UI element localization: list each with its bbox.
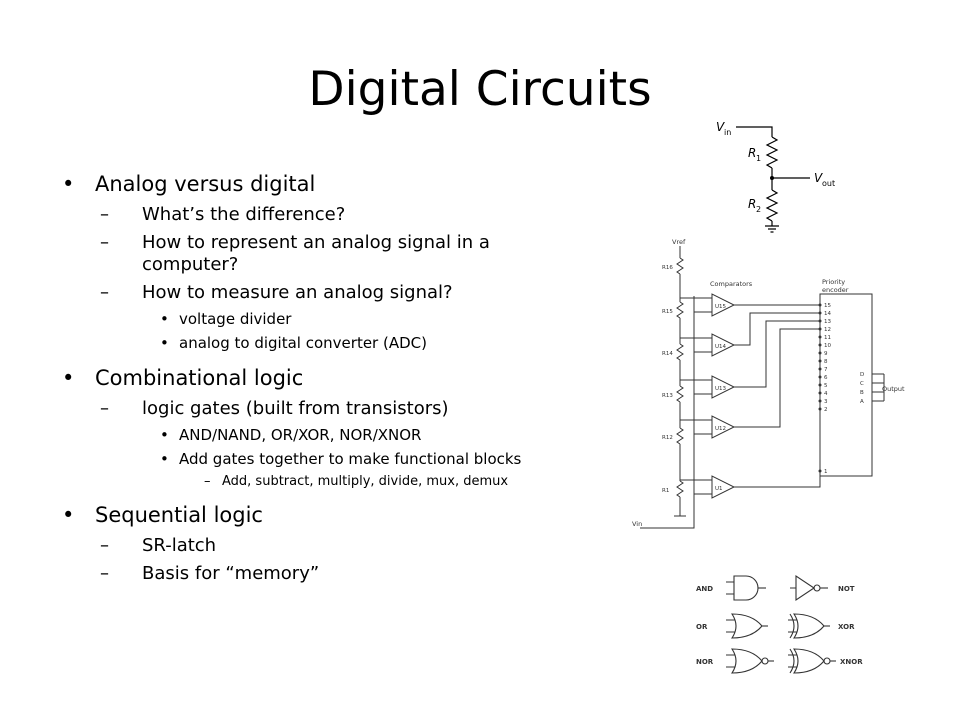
voltage-divider-diagram: V in V out R 1 R 2 bbox=[716, 120, 835, 233]
adc-encoder-label-2: encoder bbox=[822, 286, 849, 294]
bullet-difference: What’s the difference? bbox=[62, 204, 622, 226]
adc-resistor-label: R13 bbox=[662, 393, 673, 399]
bullet-combinational-logic: Combinational logic bbox=[62, 366, 622, 390]
adc-output-bit: A bbox=[860, 399, 864, 405]
adc-input-label: 10 bbox=[824, 343, 831, 349]
adc-comparator-label: U15 bbox=[715, 304, 727, 310]
adc-input-label: 15 bbox=[824, 303, 831, 309]
adc-comparator-label: U1 bbox=[715, 486, 723, 492]
adc-comparator-label: U14 bbox=[715, 344, 727, 350]
adc-input-label: 14 bbox=[824, 311, 831, 317]
adc-input-label: 6 bbox=[824, 375, 828, 381]
adc-vref-label: Vref bbox=[672, 238, 686, 246]
adc-input-label: 3 bbox=[824, 399, 828, 405]
adc-input-label: 13 bbox=[824, 319, 831, 325]
adc-input-label: 9 bbox=[824, 351, 828, 357]
adc-output-bit: C bbox=[860, 381, 864, 387]
divider-vout-label: V bbox=[814, 171, 823, 185]
bullet-voltage-divider: voltage divider bbox=[62, 310, 622, 328]
adc-resistor-label: R14 bbox=[662, 351, 673, 357]
adc-input-label: 8 bbox=[824, 359, 828, 365]
gate-and-label: AND bbox=[696, 585, 713, 593]
bullet-sr-latch: SR-latch bbox=[62, 535, 622, 557]
adc-resistor-label: R16 bbox=[662, 265, 673, 271]
gate-not-label: NOT bbox=[838, 585, 855, 593]
bullet-operations: Add, subtract, multiply, divide, mux, de… bbox=[62, 474, 622, 489]
bullet-sequential-logic: Sequential logic bbox=[62, 503, 622, 527]
adc-output-bit: D bbox=[860, 372, 864, 378]
adc-input-label: 2 bbox=[824, 407, 828, 413]
adc-comparators-label: Comparators bbox=[710, 280, 753, 288]
adc-comparator-label: U13 bbox=[715, 386, 727, 392]
bullet-measure-analog: How to measure an analog signal? bbox=[62, 282, 622, 304]
adc-comparator-label: U12 bbox=[715, 426, 726, 432]
gate-or-label: OR bbox=[696, 623, 708, 631]
divider-r2-sub: 2 bbox=[756, 205, 761, 214]
adc-input-label: 11 bbox=[824, 335, 831, 341]
bullet-memory: Basis for “memory” bbox=[62, 563, 622, 585]
flash-adc-diagram: Comparators Priority encoder Vref Vin Ou… bbox=[632, 238, 905, 529]
adc-input-label: 1 bbox=[824, 469, 828, 475]
divider-vin-sub: in bbox=[724, 128, 731, 137]
adc-output-bit: B bbox=[860, 390, 864, 396]
adc-resistor-label: R1 bbox=[662, 488, 669, 494]
adc-output-label: Output bbox=[882, 385, 905, 393]
bullet-logic-gates: logic gates (built from transistors) bbox=[62, 398, 622, 420]
divider-vin-label: V bbox=[716, 120, 725, 134]
bullet-functional-blocks: Add gates together to make functional bl… bbox=[62, 450, 622, 468]
bullet-analog-vs-digital: Analog versus digital bbox=[62, 172, 622, 196]
adc-input-label: 5 bbox=[824, 383, 828, 389]
divider-r1-label: R bbox=[748, 146, 756, 160]
adc-resistor-label: R12 bbox=[662, 435, 673, 441]
adc-vin-label: Vin bbox=[632, 520, 642, 528]
bullet-adc: analog to digital converter (ADC) bbox=[62, 334, 622, 352]
adc-input-label: 12 bbox=[824, 327, 831, 333]
bullet-gate-types: AND/NAND, OR/XOR, NOR/XNOR bbox=[62, 426, 622, 444]
gate-nor-label: NOR bbox=[696, 658, 714, 666]
divider-r1-sub: 1 bbox=[756, 154, 761, 163]
divider-vout-sub: out bbox=[822, 179, 835, 188]
adc-resistor-label: R15 bbox=[662, 309, 673, 315]
adc-encoder-label-1: Priority bbox=[822, 278, 845, 286]
gate-xnor-label: XNOR bbox=[840, 658, 863, 666]
bullet-represent-analog: How to represent an analog signal in a c… bbox=[62, 232, 542, 276]
slide-title: Digital Circuits bbox=[308, 62, 652, 117]
adc-input-label: 7 bbox=[824, 367, 828, 373]
logic-gates-diagram: AND NOT OR XOR NOR XNOR bbox=[696, 574, 863, 674]
adc-input-label: 4 bbox=[824, 391, 828, 397]
divider-r2-label: R bbox=[748, 197, 756, 211]
gate-xor-label: XOR bbox=[838, 623, 855, 631]
bullet-list: Analog versus digital What’s the differe… bbox=[62, 172, 622, 591]
